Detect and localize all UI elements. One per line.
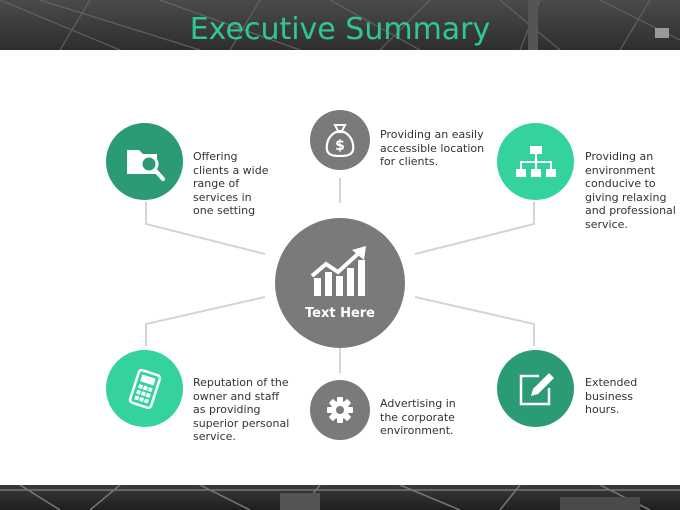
- feature-line: accessible location: [380, 141, 485, 155]
- feature-line: Offering: [193, 150, 238, 163]
- feature-line: owner and staff: [193, 389, 280, 403]
- feature-text-bottom-left: Reputation of the owner and staff as pro…: [193, 376, 289, 444]
- folder-search-icon: [126, 149, 165, 181]
- feature-line: environment.: [380, 424, 454, 438]
- folder-search-circle: [106, 123, 183, 200]
- feature-line: and professional: [585, 204, 676, 218]
- feature-line: Reputation of the: [193, 376, 289, 389]
- gear-icon: [327, 397, 353, 423]
- feature-line: Providing an easily: [380, 128, 484, 141]
- bridge-cables-graphic: [0, 0, 680, 50]
- feature-line: services in: [193, 190, 252, 204]
- feature-line: one setting: [193, 204, 256, 218]
- feature-text-top-left: Offering clients a wide range of service…: [193, 150, 268, 218]
- feature-text-bottom-center: Advertising in the corporate environment…: [380, 397, 456, 438]
- page-title: Executive Summary: [189, 12, 491, 47]
- feature-text-top-center: Providing an easily accessible location …: [380, 128, 484, 169]
- feature-line: service.: [193, 430, 236, 444]
- feature-line: giving relaxing: [585, 190, 667, 204]
- money-bag-circle: $: [310, 110, 370, 170]
- feature-line: clients a wide: [193, 163, 269, 177]
- feature-line: hours.: [585, 403, 620, 417]
- feature-line: range of: [193, 177, 240, 191]
- edit-icon: [519, 372, 554, 405]
- footer-photo-band: [0, 485, 680, 510]
- edit-circle: [497, 350, 574, 427]
- center-circle: Text Here: [275, 218, 405, 348]
- org-chart-icon: [515, 145, 556, 177]
- money-bag-icon: $: [325, 124, 355, 157]
- feature-line: as providing: [193, 403, 261, 417]
- feature-line: business: [585, 389, 633, 403]
- feature-line: service.: [585, 217, 628, 231]
- feature-line: environment: [585, 163, 656, 177]
- feature-line: superior personal: [193, 416, 290, 430]
- feature-line: conducive to: [585, 177, 656, 191]
- calculator-circle: [106, 350, 183, 427]
- feature-line: Extended: [585, 376, 638, 389]
- feature-text-bottom-right: Extended business hours.: [585, 376, 637, 417]
- calculator-icon: [128, 368, 161, 409]
- gear-circle: [310, 380, 370, 440]
- feature-line: Advertising in: [380, 397, 456, 410]
- svg-text:$: $: [335, 138, 345, 154]
- org-chart-circle: [497, 123, 574, 200]
- growth-chart-icon: [310, 245, 366, 296]
- feature-line: for clients.: [380, 155, 439, 169]
- feature-line: the corporate: [380, 410, 455, 424]
- feature-line: Providing an: [585, 150, 654, 163]
- center-label: Text Here: [304, 305, 375, 321]
- bridge-structure-graphic: [0, 485, 680, 510]
- feature-text-top-right: Providing an environment conducive to gi…: [585, 150, 676, 232]
- header-photo-band: [0, 0, 680, 50]
